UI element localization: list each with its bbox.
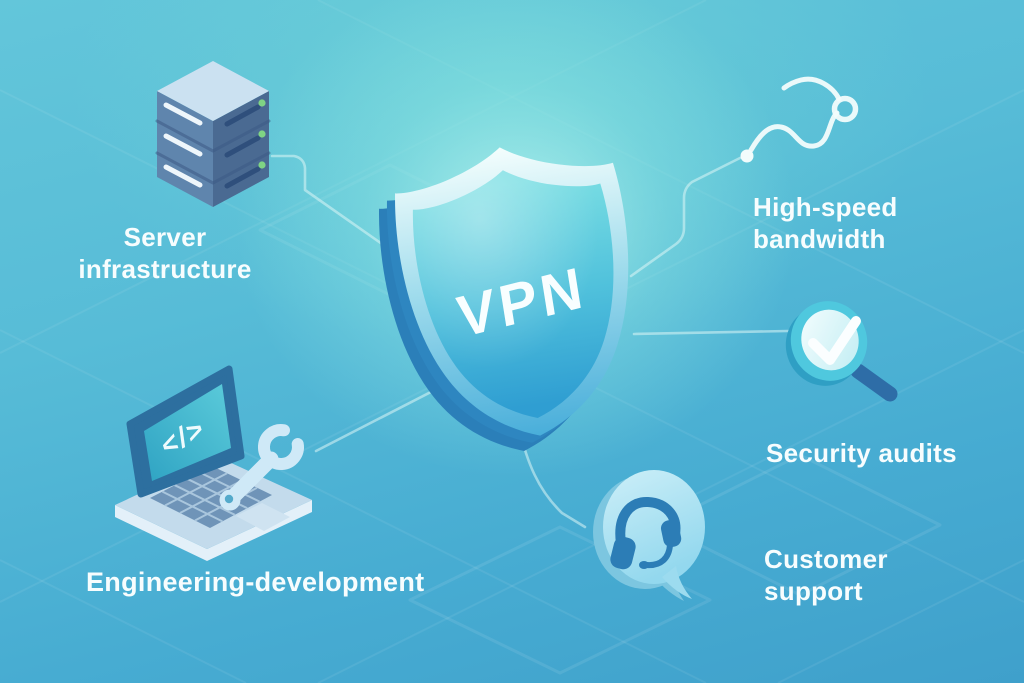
laptop-trackpad: [236, 503, 290, 531]
connector-server: [270, 154, 457, 297]
laptop-screen: [144, 384, 231, 481]
vpn-shield-icon: VPN: [379, 147, 629, 451]
label-line: infrastructure: [78, 253, 252, 284]
label-line: support: [764, 575, 863, 606]
speech-bubble-tail: [662, 566, 692, 599]
magnifier-handle: [850, 363, 898, 402]
mic-boom: [644, 542, 673, 569]
engineering-development-label: Engineering-development: [86, 566, 426, 599]
headset-icon: [610, 497, 682, 570]
check-icon: [808, 316, 861, 365]
label-line: Customer: [764, 544, 888, 574]
connector-security: [632, 329, 790, 336]
label-line: Engineering-development: [86, 567, 425, 597]
label-line: Security audits: [766, 438, 957, 468]
network-path-icon: [740, 76, 859, 163]
laptop-base-side: [115, 500, 312, 561]
label-line: Server: [123, 222, 207, 252]
path-start-dot: [740, 149, 754, 163]
high-speed-bandwidth-label: High-speed bandwidth: [753, 192, 898, 255]
server-slats-right: [224, 104, 261, 189]
connector-bandwidth: [629, 156, 742, 278]
path-node-ring: [831, 95, 859, 123]
laptop-wrench-icon: </>: [115, 365, 312, 561]
magnifier-check-icon: [785, 301, 898, 402]
server-infrastructure-label: Server infrastructure: [40, 222, 290, 285]
headset-bubble-icon: [593, 470, 705, 601]
label-line: bandwidth: [753, 223, 886, 254]
label-line: High-speed: [753, 192, 898, 222]
server-icon: [155, 61, 271, 207]
server-led-lights: [258, 99, 266, 169]
magnifier-lens: [801, 309, 859, 371]
customer-support-label: Customer support: [764, 544, 888, 607]
wrench-icon: [219, 424, 304, 511]
security-audits-label: Security audits: [766, 438, 957, 470]
server-slats-left: [163, 102, 203, 188]
